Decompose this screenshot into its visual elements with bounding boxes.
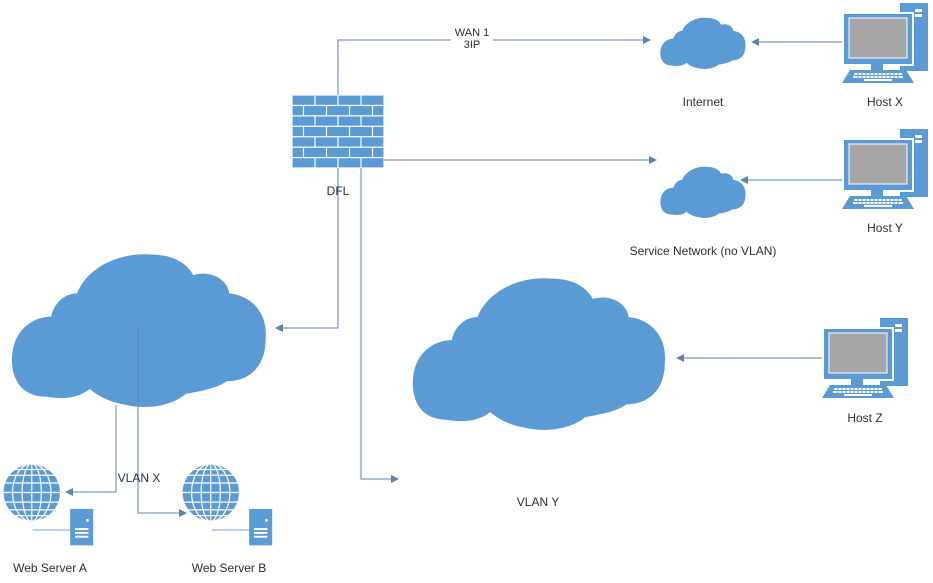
link-web-server-a[interactable] — [65, 405, 117, 496]
web-server-icon-b[interactable] — [181, 463, 273, 546]
firewall-brick — [292, 95, 315, 105]
host-z-label: Host Z — [847, 411, 883, 425]
desktop-computer-icon-host-x[interactable] — [841, 3, 929, 83]
firewall-brick — [350, 126, 372, 137]
firewall-brick — [292, 137, 315, 147]
desktop-computer-icon-host-y[interactable] — [841, 129, 929, 209]
firewall-brick — [361, 116, 384, 126]
firewall-brick — [361, 137, 384, 147]
wan1-label-line1: WAN 1 — [454, 27, 490, 39]
link-vlan-x[interactable] — [275, 168, 339, 332]
desktop-computer-icon-host-z[interactable] — [821, 318, 909, 398]
firewall-brick — [304, 106, 326, 116]
cloud-icon-service-network[interactable] — [660, 166, 746, 218]
cloud-icon-vlan-x[interactable] — [11, 254, 266, 407]
web-server-b-label: Web Server B — [191, 561, 267, 575]
host-x-label: Host X — [866, 95, 904, 109]
firewall-brick — [327, 147, 349, 157]
wan1-label-line2: 3IP — [463, 39, 481, 51]
service-network-label: Service Network (no VLAN) — [629, 244, 777, 258]
firewall-brick — [327, 126, 349, 137]
vlan-x-label: VLAN X — [117, 471, 161, 485]
firewall-brick — [292, 147, 303, 157]
firewall-brick — [338, 137, 361, 147]
host-y-label: Host Y — [867, 221, 903, 235]
firewall-brick — [315, 158, 338, 168]
firewall-brick — [361, 95, 384, 105]
firewall-brick — [304, 126, 326, 137]
cloud-icon-internet[interactable] — [660, 17, 746, 69]
firewall-brick — [315, 137, 338, 147]
firewall-brick — [304, 147, 326, 157]
firewall-brick — [292, 158, 315, 168]
firewall-brick — [373, 106, 384, 116]
web-server-icon-a[interactable] — [2, 463, 94, 546]
vlan-y-label: VLAN Y — [516, 495, 560, 509]
firewall-brick — [338, 116, 361, 126]
link-vlan-y[interactable] — [360, 168, 399, 483]
firewall-brick — [315, 95, 338, 105]
wan1-label: WAN 1 3IP — [450, 27, 494, 51]
firewall-brick — [292, 116, 315, 126]
firewall-brick — [350, 147, 372, 157]
cloud-icon-vlan-y[interactable] — [412, 278, 666, 430]
firewall-brick — [373, 147, 384, 157]
firewall-brick — [350, 106, 372, 116]
firewall-brick — [292, 106, 303, 116]
internet-label: Internet — [682, 95, 724, 109]
firewall-brick — [373, 126, 384, 137]
firewall-brick — [338, 95, 361, 105]
firewall-brick — [315, 116, 338, 126]
firewall-brick — [327, 106, 349, 116]
firewall-brick — [292, 126, 303, 137]
firewall-icon[interactable] — [292, 95, 384, 168]
firewall-brick — [338, 158, 361, 168]
link-wan1[interactable] — [337, 36, 651, 95]
firewall-label: DFL — [326, 184, 350, 198]
web-server-a-label: Web Server A — [13, 561, 87, 575]
firewall-brick — [361, 158, 384, 168]
